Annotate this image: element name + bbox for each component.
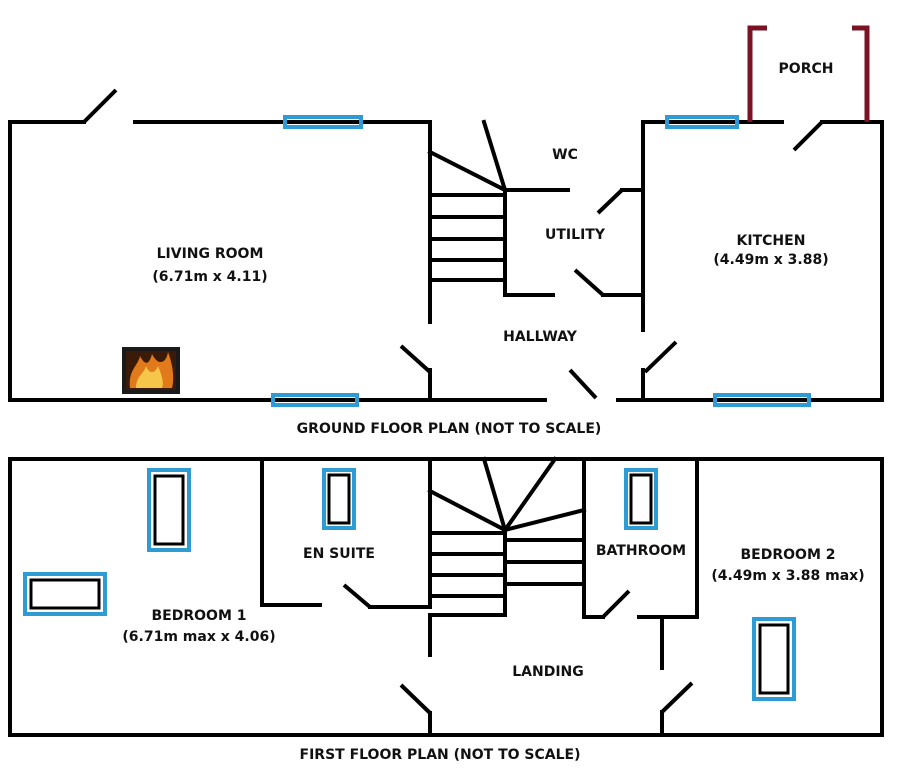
en-suite-label: EN SUITE xyxy=(303,546,375,562)
porch-outline xyxy=(747,25,870,122)
bedroom2-size: (4.49m x 3.88 max) xyxy=(711,568,864,584)
utility-door[interactable] xyxy=(596,188,624,215)
ground-outer-wall xyxy=(8,120,884,402)
bedroom1-door[interactable] xyxy=(399,683,432,715)
en-suite-wall xyxy=(260,457,322,607)
skylight xyxy=(147,468,191,552)
porch-label: PORCH xyxy=(779,61,834,77)
kitchen-size: (4.49m x 3.88) xyxy=(713,252,828,268)
first-outer-wall xyxy=(8,457,884,737)
bathroom-right-wall xyxy=(637,457,699,619)
porch-door[interactable] xyxy=(792,120,824,152)
bathroom-door[interactable] xyxy=(601,589,631,619)
first-floor-plan: EN SUITE BATHROOM BEDROOM 2 (4.49m x 3.8… xyxy=(8,456,884,763)
skylight xyxy=(322,468,356,530)
bedroom2-label: BEDROOM 2 xyxy=(741,547,836,563)
landing-label: LANDING xyxy=(512,664,584,680)
living-room-door[interactable] xyxy=(399,344,432,374)
utility-label: UTILITY xyxy=(545,227,606,243)
utility-lower-door[interactable] xyxy=(573,268,605,297)
ground-floor-plan: PORCH WC UTILITY LIVING ROOM (6.71m x 4.… xyxy=(8,25,884,437)
stair-wall-right xyxy=(503,188,555,297)
hallway-label: HALLWAY xyxy=(503,329,578,345)
bedroom2-door[interactable] xyxy=(660,681,694,714)
front-door[interactable] xyxy=(568,368,598,400)
skylight xyxy=(23,572,107,616)
kitchen-label: KITCHEN xyxy=(737,233,806,249)
fireplace-icon xyxy=(122,347,180,394)
first-staircase xyxy=(427,456,587,617)
living-room-size: (6.71m x 4.11) xyxy=(152,269,267,285)
utility-inner-wall xyxy=(601,188,645,297)
bedroom1-label: BEDROOM 1 xyxy=(152,608,247,624)
skylight xyxy=(624,468,658,530)
bathroom-label: BATHROOM xyxy=(596,543,686,559)
wc-label: WC xyxy=(552,147,578,163)
ground-staircase xyxy=(427,119,508,282)
kitchen-door[interactable] xyxy=(643,340,678,374)
living-room-label: LIVING ROOM xyxy=(157,246,264,262)
ground-floor-caption: GROUND FLOOR PLAN (NOT TO SCALE) xyxy=(297,421,602,437)
skylight xyxy=(752,617,796,701)
en-suite-right-wall xyxy=(368,457,432,609)
living-room-entry-door[interactable] xyxy=(82,88,118,124)
first-floor-caption: FIRST FLOOR PLAN (NOT TO SCALE) xyxy=(300,747,581,763)
bedroom1-size: (6.71m max x 4.06) xyxy=(122,629,275,645)
ground-windows xyxy=(271,115,811,407)
bathroom-left-wall xyxy=(582,457,605,619)
en-suite-door[interactable] xyxy=(342,583,372,609)
